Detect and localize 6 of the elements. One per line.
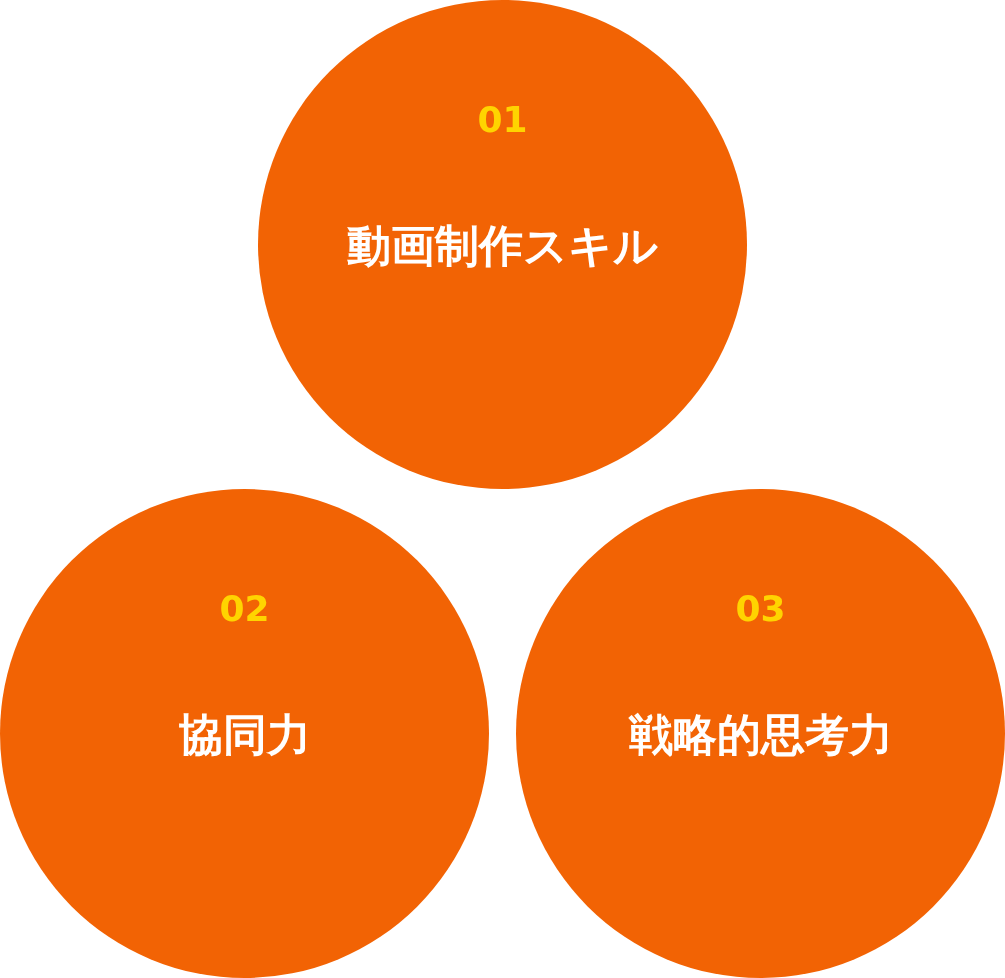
- node-label: 協同力: [178, 709, 311, 762]
- step-number: 02: [219, 591, 270, 627]
- step-number: 03: [735, 591, 786, 627]
- node-label: 戦略的思考力: [628, 709, 893, 762]
- node-label: 動画制作スキル: [347, 220, 658, 273]
- step-number: 01: [477, 102, 528, 138]
